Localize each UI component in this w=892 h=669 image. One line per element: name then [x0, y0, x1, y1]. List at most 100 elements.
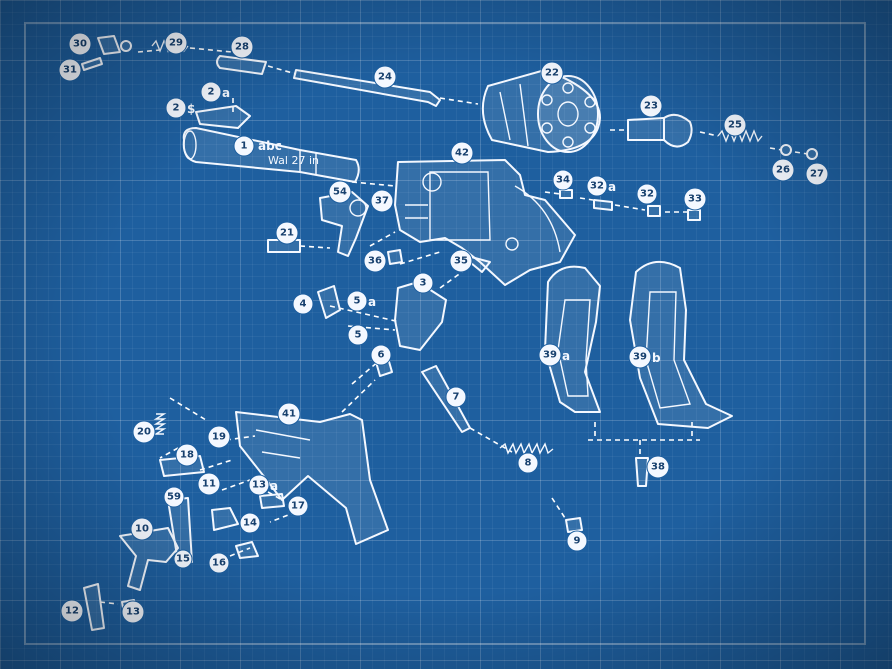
- svg-text:35: 35: [454, 256, 468, 267]
- center-pin: [216, 55, 693, 148]
- callout-16: 16: [208, 552, 230, 574]
- small-parts: [81, 35, 818, 615]
- trigger-group: [83, 411, 389, 631]
- svg-text:30: 30: [73, 39, 87, 50]
- svg-text:31: 31: [63, 65, 77, 76]
- callout-15: 15: [173, 549, 193, 569]
- barrel-marking: abc: [258, 139, 282, 153]
- svg-text:10: 10: [135, 524, 149, 535]
- callout-39a: 39 a: [538, 343, 570, 367]
- svg-text:13: 13: [252, 480, 266, 491]
- svg-text:22: 22: [545, 68, 559, 79]
- svg-text:5: 5: [354, 296, 361, 307]
- svg-text:32: 32: [640, 189, 654, 200]
- svg-text:15: 15: [176, 554, 190, 565]
- leader-lines: [99, 47, 809, 605]
- callout-2: 2$: [165, 97, 195, 119]
- svg-text:13: 13: [126, 607, 140, 618]
- callout-10: 10: [130, 517, 154, 541]
- svg-text:1: 1: [241, 141, 248, 152]
- svg-text:33: 33: [688, 194, 702, 205]
- svg-text:5: 5: [355, 330, 362, 341]
- grip-panels: [544, 261, 733, 487]
- callout-20: 20: [132, 420, 156, 444]
- svg-text:23: 23: [644, 101, 658, 112]
- callout-22: 22: [540, 61, 564, 85]
- svg-text:a: a: [270, 479, 278, 493]
- callout-28: 28: [230, 35, 254, 59]
- svg-text:36: 36: [368, 256, 382, 267]
- callout-59: 59: [163, 486, 185, 508]
- callout-4: 4: [292, 293, 314, 315]
- callout-8: 8: [517, 452, 539, 474]
- svg-text:25: 25: [728, 120, 742, 131]
- svg-text:26: 26: [776, 165, 790, 176]
- ejector-rod: [293, 69, 441, 107]
- svg-text:17: 17: [291, 501, 305, 512]
- callout-24: 24: [373, 65, 397, 89]
- svg-text:37: 37: [375, 196, 389, 207]
- svg-text:28: 28: [235, 42, 249, 53]
- svg-text:2: 2: [173, 103, 180, 114]
- callout-25: 25: [723, 113, 747, 137]
- callout-41: 41: [277, 402, 301, 426]
- svg-text:4: 4: [300, 299, 307, 310]
- callout-32: 32: [636, 183, 658, 205]
- hammer-and-hand: [317, 281, 471, 433]
- callout-17: 17: [287, 495, 309, 517]
- svg-text:39: 39: [633, 352, 647, 363]
- callout-21: 21: [275, 221, 299, 245]
- frame-assembly: [394, 159, 576, 286]
- svg-text:34: 34: [556, 175, 570, 186]
- callout-42: 42: [450, 141, 474, 165]
- callout-37: 37: [370, 189, 394, 213]
- cylinder-assembly: [481, 69, 601, 153]
- callout-32a: 32 a: [586, 175, 616, 197]
- svg-text:39: 39: [543, 350, 557, 361]
- callout-54: 54: [328, 180, 352, 204]
- callout-34: 34: [552, 169, 574, 191]
- blueprint-frame: [24, 22, 866, 645]
- svg-text:11: 11: [202, 479, 216, 490]
- svg-text:21: 21: [280, 228, 294, 239]
- callout-27: 27: [805, 162, 829, 186]
- callout-13: 13: [121, 600, 145, 624]
- callout-26: 26: [771, 158, 795, 182]
- svg-text:14: 14: [243, 518, 257, 529]
- callout-33: 33: [683, 187, 707, 211]
- callout-18: 18: [175, 443, 199, 467]
- svg-text:18: 18: [180, 450, 194, 461]
- svg-text:32: 32: [590, 181, 604, 192]
- callout-13a: 13 a: [248, 474, 278, 496]
- barrel-fine-print: Wal 27 in: [268, 154, 319, 167]
- svg-text:a: a: [562, 349, 570, 363]
- callout-39b: 39 b: [628, 345, 661, 369]
- svg-text:19: 19: [212, 432, 226, 443]
- svg-text:41: 41: [282, 409, 296, 420]
- svg-text:27: 27: [810, 169, 824, 180]
- svg-text:3: 3: [420, 278, 427, 289]
- callout-11: 11: [197, 472, 221, 496]
- svg-text:42: 42: [455, 148, 469, 159]
- svg-text:a: a: [368, 295, 376, 309]
- svg-text:24: 24: [378, 72, 392, 83]
- svg-text:20: 20: [137, 427, 151, 438]
- svg-text:12: 12: [65, 606, 79, 617]
- svg-text:a: a: [222, 86, 230, 100]
- svg-text:a: a: [608, 180, 616, 194]
- svg-text:b: b: [652, 351, 661, 365]
- svg-text:8: 8: [525, 458, 532, 469]
- svg-text:6: 6: [378, 350, 385, 361]
- svg-text:7: 7: [453, 392, 460, 403]
- svg-text:9: 9: [574, 536, 581, 547]
- callout-19: 19: [207, 425, 231, 449]
- callout-35: 35: [449, 249, 473, 273]
- callout-5: 5: [347, 324, 369, 346]
- callout-3: 3: [412, 272, 434, 294]
- callout-30: 30: [68, 32, 92, 56]
